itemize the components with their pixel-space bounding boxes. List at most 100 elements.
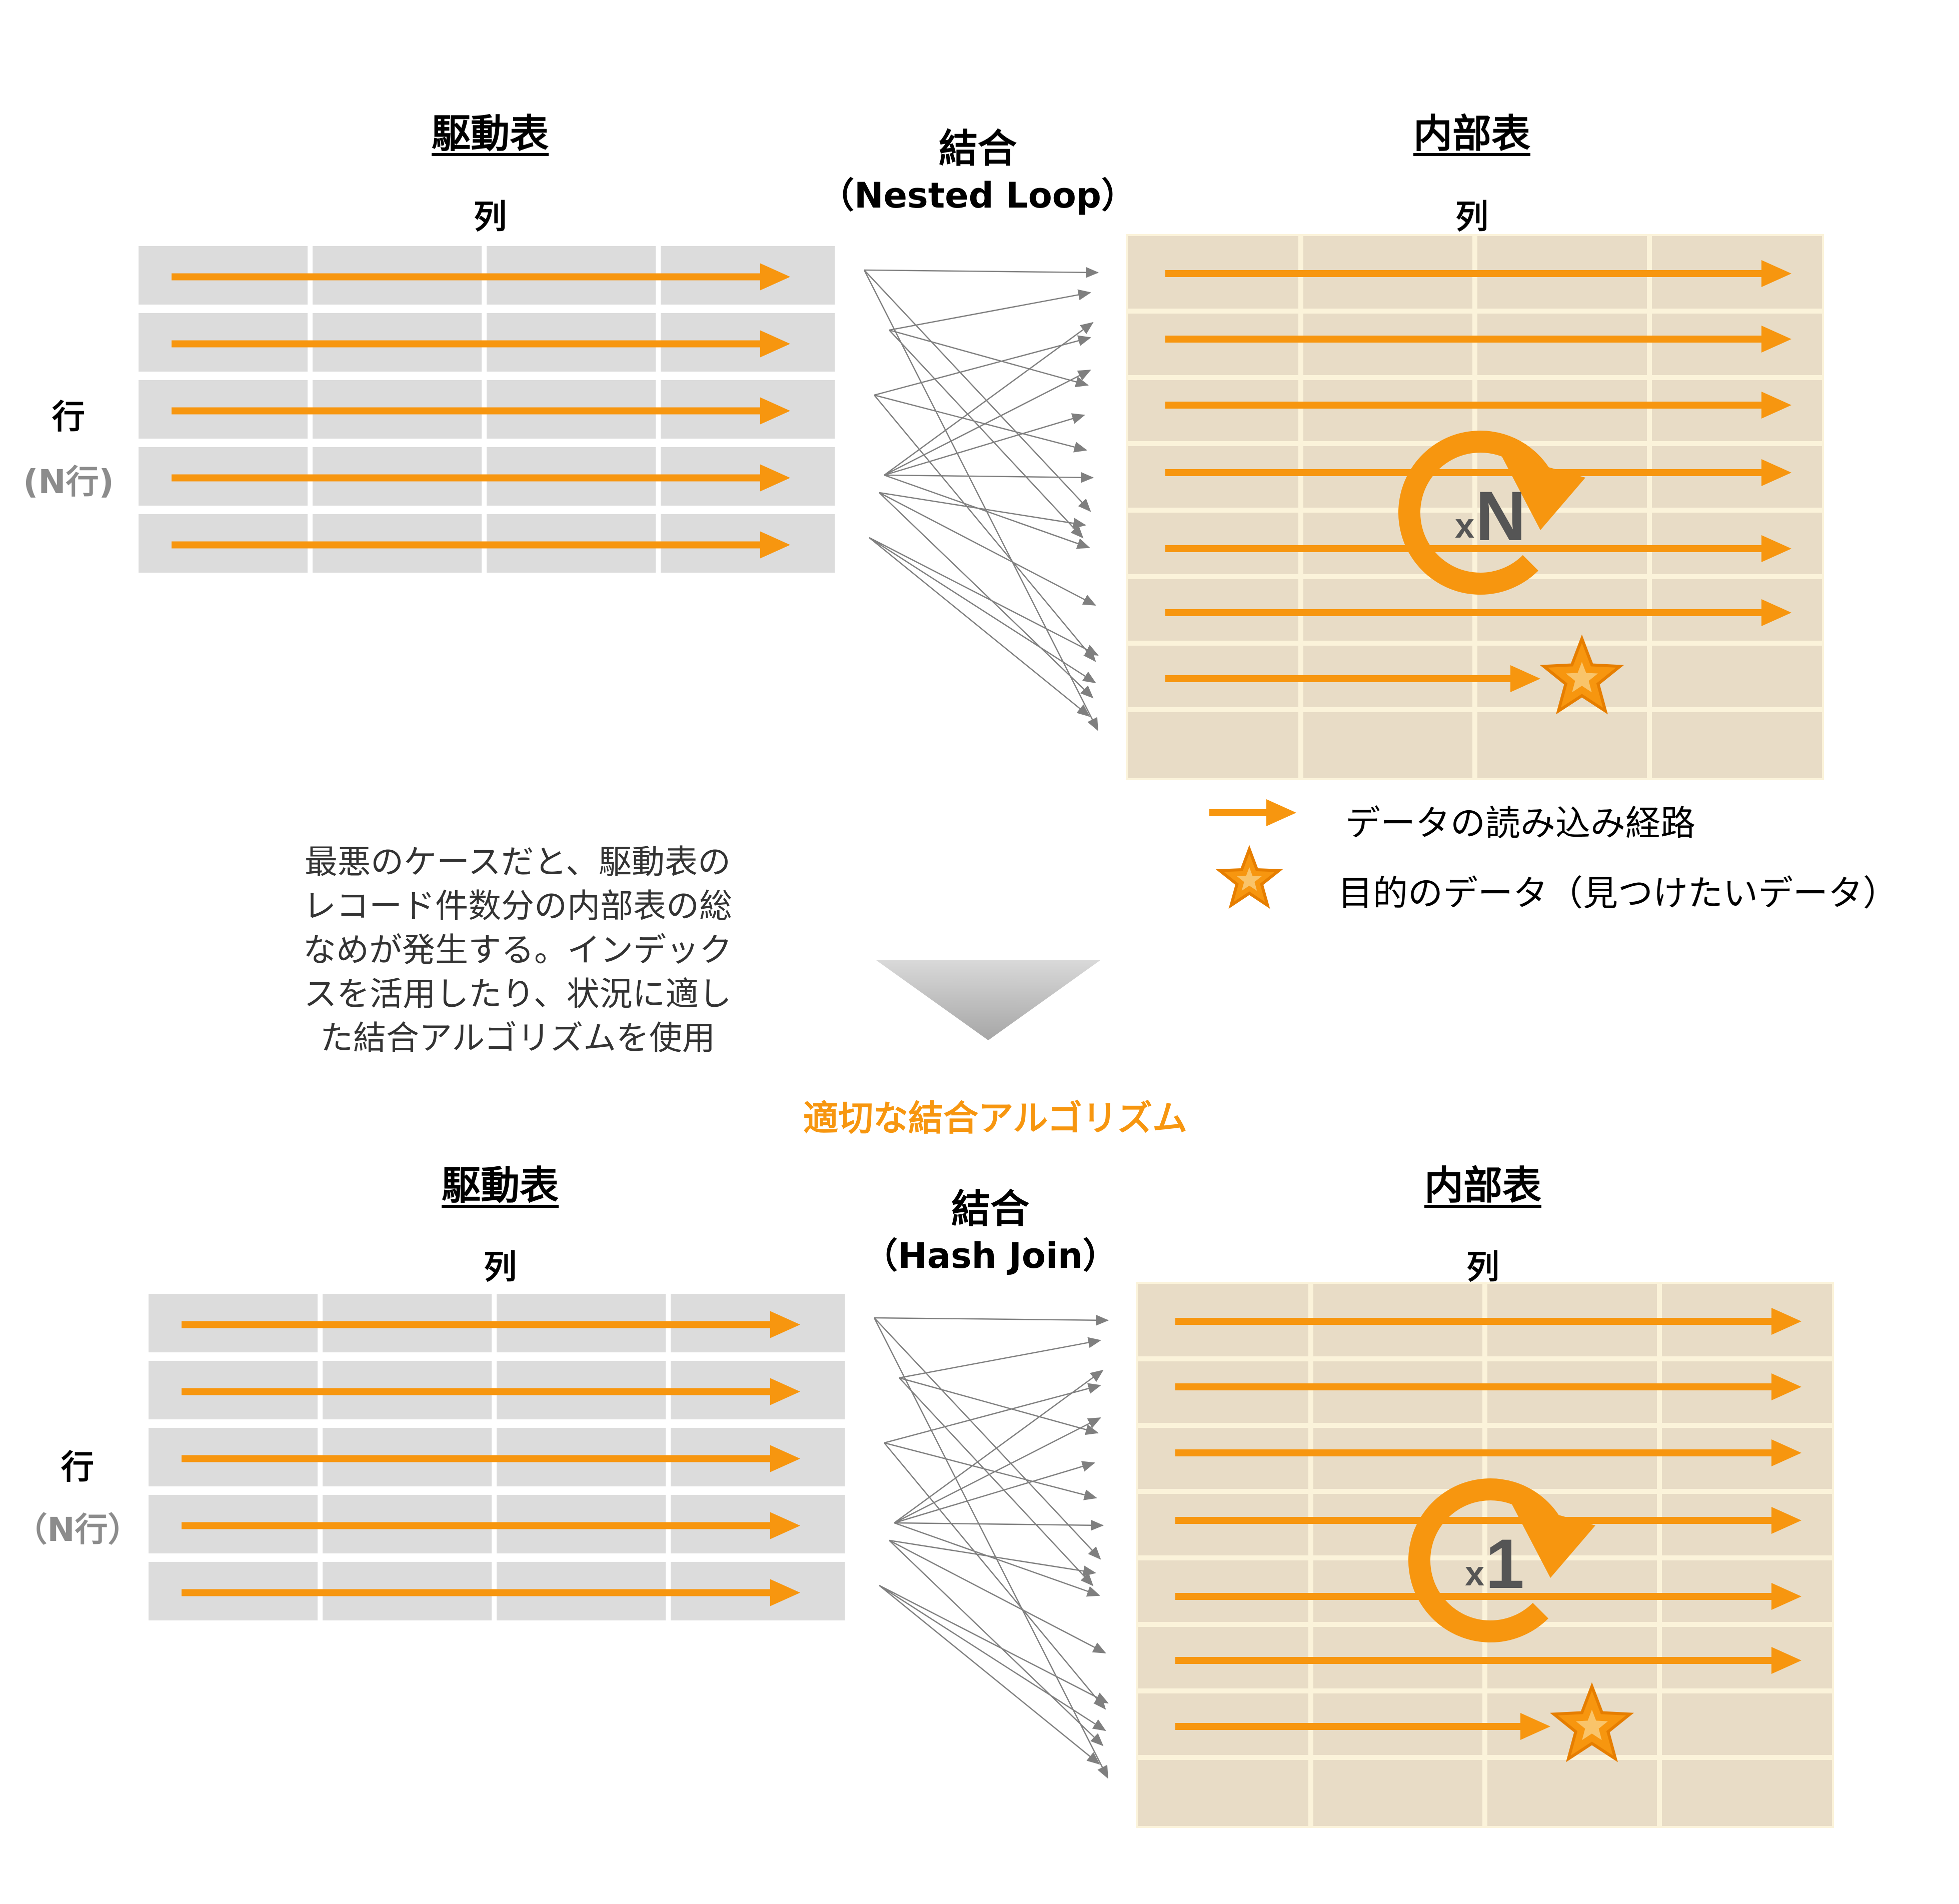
inner-table-row-divider (1127, 309, 1823, 314)
inner-read-arrow-to-target-head (1510, 665, 1540, 692)
bottom-join-method: （Hash Join） (863, 1235, 1118, 1276)
inner-read-arrow-head (1771, 1373, 1801, 1400)
join-link-line (894, 1519, 1104, 1531)
inner-table-row-divider (1137, 1423, 1833, 1428)
driver-read-arrow-head (770, 1512, 800, 1539)
join-link-line (873, 1317, 1109, 1779)
note-line: なめが発生する。インデック (303, 931, 732, 969)
driver-read-arrow-head (760, 397, 790, 425)
inner-table-row-divider (1137, 1555, 1833, 1560)
join-link-line (874, 394, 1087, 453)
inner-table-row-divider (1127, 641, 1823, 646)
join-link-line (884, 1383, 1101, 1444)
top-row-count-label: (N行) (23, 463, 114, 501)
inner-read-arrow-head (1771, 1647, 1801, 1674)
inner-table-column-divider (1657, 1283, 1662, 1827)
loop-multiplier-prefix: x (1455, 506, 1474, 545)
target-data-star-icon-inner (1566, 662, 1598, 693)
top-driver-table-title: 駆動表 (431, 112, 549, 157)
target-data-star-icon-inner (1576, 1709, 1608, 1740)
join-link-line (899, 1377, 1099, 1435)
note-line: スを活用したり、状況に適し (304, 975, 732, 1013)
join-link-line (884, 474, 1090, 549)
top-driver-column-label: 列 (474, 198, 507, 236)
legend-target-data-label: 目的のデータ（見つけたいデータ） (1338, 873, 1898, 914)
join-link-line (894, 1417, 1101, 1524)
legend-read-path-label: データの読み込み経路 (1345, 803, 1695, 844)
join-link-line (869, 537, 1099, 656)
join-link-line (889, 1539, 1106, 1654)
join-link-line (864, 270, 1091, 512)
join-link-line (874, 335, 1091, 396)
bottom-driver-table-title: 駆動表 (441, 1163, 559, 1208)
inner-read-arrow-head (1761, 260, 1791, 287)
top-row-label: 行 (52, 398, 85, 436)
inner-table-column-divider (1298, 235, 1303, 779)
inner-table-row-divider (1127, 375, 1823, 380)
inner-table-row-divider (1127, 508, 1823, 513)
loop-multiplier-count: 1 (1485, 1524, 1524, 1603)
top-join-method: （Nested Loop） (819, 175, 1137, 216)
join-link-line (874, 1317, 1101, 1560)
driver-read-arrow-head (760, 464, 790, 492)
bottom-join-title: 結合 (951, 1187, 1030, 1232)
bottom-driver-column-label: 列 (484, 1248, 517, 1286)
driver-read-arrow-head (770, 1378, 800, 1405)
inner-read-arrow-head (1771, 1439, 1801, 1466)
driver-read-arrow-head (760, 263, 790, 291)
join-link-line (884, 1442, 1097, 1500)
driver-read-arrow-head (770, 1445, 800, 1472)
legend-read-arrow-icon-head (1266, 799, 1296, 826)
join-link-line (894, 1522, 1100, 1597)
join-link-line (889, 330, 1084, 539)
join-link-line (869, 537, 1090, 717)
inner-read-arrow-head (1771, 1583, 1801, 1610)
join-link-line (869, 537, 1096, 684)
driver-read-arrow-head (760, 330, 790, 358)
note-line: た結合アルゴリズムを使用 (320, 1019, 716, 1057)
join-link-line (899, 1377, 1094, 1586)
inner-read-arrow-head (1761, 459, 1791, 486)
join-link-line (864, 267, 1099, 278)
join-link-line (884, 369, 1091, 476)
loop-circle-arc (1408, 1478, 1565, 1642)
loop-arrowhead (1510, 1501, 1595, 1578)
inner-read-arrow-head (1761, 392, 1791, 419)
join-link-line (879, 1584, 1106, 1731)
join-link-line (879, 1585, 1100, 1765)
inner-table-row-divider (1137, 1755, 1833, 1760)
loop-circle-arc (1398, 431, 1555, 595)
top-join-title: 結合 (938, 127, 1017, 172)
transition-down-triangle-icon (876, 960, 1100, 1040)
driver-read-arrow-head (770, 1579, 800, 1606)
join-link-line (879, 492, 1086, 529)
inner-read-arrow-to-target-head (1520, 1713, 1550, 1740)
join-link-line (889, 329, 1089, 388)
note-line: レコード件数分の内部表の総 (303, 887, 732, 925)
inner-read-arrow-head (1761, 326, 1791, 353)
join-link-line (884, 1442, 1106, 1710)
join-link-line (894, 1461, 1095, 1524)
appropriate-join-algorithm-label: 適切な結合アルゴリズム (803, 1098, 1187, 1139)
inner-read-arrow-head (1771, 1507, 1801, 1534)
join-link-line (884, 413, 1085, 476)
join-link-line (874, 395, 1096, 662)
top-inner-table-title: 内部表 (1413, 112, 1531, 157)
driver-read-arrow-head (770, 1311, 800, 1338)
bottom-inner-table-title: 内部表 (1424, 1163, 1542, 1208)
loop-arrowhead (1500, 454, 1585, 530)
note-line: 最悪のケースだと、駆動表の (304, 843, 731, 881)
inner-table-row-divider (1127, 707, 1823, 712)
join-link-line (889, 289, 1091, 331)
explanation-note: 最悪のケースだと、駆動表の レコード件数分の内部表の総 なめが発生する。インデッ… (303, 840, 732, 1060)
join-link-line (879, 1584, 1109, 1704)
inner-read-arrow-head (1761, 535, 1791, 562)
loop-multiplier-count: N (1475, 477, 1526, 555)
loop-multiplier-prefix: x (1465, 1554, 1484, 1593)
bottom-row-count-label: （N行） (14, 1510, 141, 1549)
join-link-line (889, 1539, 1096, 1577)
inner-table-column-divider (1472, 235, 1477, 779)
inner-table-row-divider (1137, 1356, 1833, 1361)
legend-target-star-icon-inner (1237, 867, 1262, 891)
